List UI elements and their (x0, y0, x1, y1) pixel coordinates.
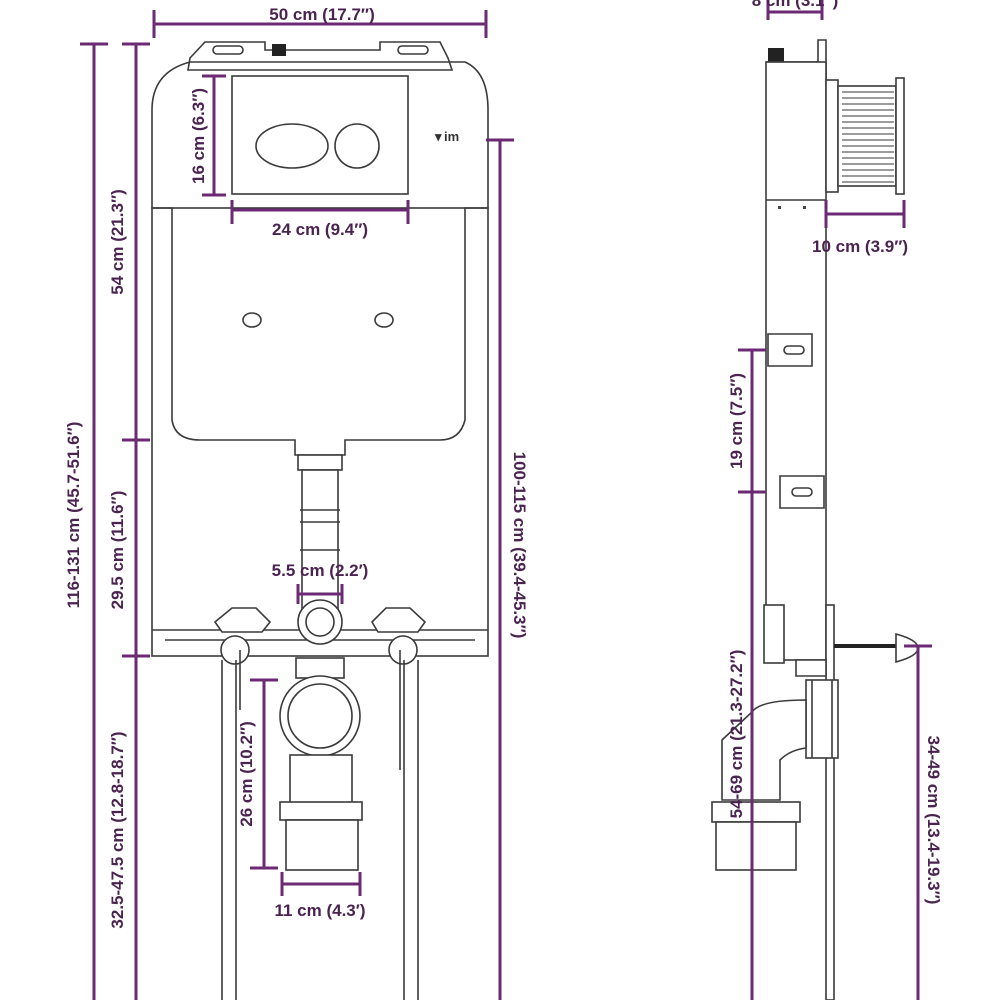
total-height-label: 116-131 cm (45.7-51.6″) (64, 422, 83, 609)
side-tank-depth-label: 10 cm (3.9″) (812, 237, 908, 256)
side-flush-cylinder-ribs (842, 91, 894, 183)
top-flange (187, 41, 454, 71)
side-drain-height-label: 54-69 cm (21.3-27.2″) (727, 650, 746, 819)
side-marker-2 (778, 206, 781, 209)
side-bracket-spacing-label: 19 cm (7.5″) (727, 373, 746, 469)
side-bracket-lower-slot (791, 487, 813, 497)
side-tank-depth-dimension-line (824, 200, 906, 228)
drain-pipe-body (289, 754, 353, 804)
side-flush-plate (895, 77, 905, 195)
side-depth-label: 8 cm (3.1″) (752, 0, 839, 10)
drain-pipe-bend-inner (287, 683, 353, 749)
bolt-right (388, 635, 418, 665)
panel-width-dimension-line (230, 200, 410, 224)
drain-pipe-outlet (285, 819, 359, 871)
side-depth-dimension-line (766, 0, 824, 20)
flush-pipe-rings (300, 509, 340, 551)
bolt-left (220, 635, 250, 665)
side-drain-collar-lines (811, 680, 833, 758)
flush-pipe-outlet-inner (305, 607, 335, 637)
frame-outline (151, 207, 489, 657)
front-view-drawing: ▾ im (151, 41, 489, 1000)
drain-height-dimension-line (250, 678, 278, 870)
brand-mark: im (444, 129, 459, 144)
panel-width-label: 24 cm (9.4″) (272, 220, 368, 239)
mid-height-label: 29.5 cm (11.6″) (108, 491, 127, 610)
side-panel-frame (825, 79, 839, 193)
side-inlet-valve (768, 48, 784, 62)
water-inlet-valve (272, 44, 286, 56)
side-bracket-upper (767, 333, 813, 367)
total-height-dimension-line (80, 42, 108, 1000)
frame-height-label: 100-115 cm (39.4-45.3″) (510, 452, 529, 639)
frame-height-dimension-line (486, 138, 514, 1000)
drain-height-label: 26 cm (10.2″) (237, 721, 256, 826)
flange-slot-left (212, 45, 244, 55)
mounting-hole-left (242, 312, 262, 328)
side-drain-ring (711, 801, 801, 823)
side-flush-cylinder (837, 85, 897, 187)
leg-height-label: 32.5-47.5 cm (12.8-18.7″) (108, 731, 127, 928)
panel-height-label: 16 cm (6.3″) (189, 88, 208, 184)
side-view-drawing (711, 39, 919, 1000)
width-label: 50 cm (17.7″) (269, 5, 374, 24)
leg-right (403, 660, 419, 1000)
side-bolt-cap (895, 632, 919, 664)
drain-pipe-bend (279, 675, 361, 757)
flush-pipe-outlet (297, 599, 343, 645)
flange-slot-right (397, 45, 429, 55)
side-bolt-height-label: 34-49 cm (13.4-19.3″) (924, 736, 943, 905)
bolt-bracket-left (213, 607, 272, 633)
leg-rods (239, 650, 401, 770)
flush-pipe-collar (297, 454, 343, 471)
side-bracket-lower (779, 475, 825, 509)
mounting-hole-right (374, 312, 394, 328)
side-drain-outlet (715, 821, 797, 871)
side-height-dimension-line (738, 348, 766, 1000)
height-breakdown-dimension-line (122, 42, 150, 1000)
width-dimension-line (152, 10, 488, 38)
side-bolt-height-dimension-line (904, 644, 932, 1000)
pipe-diameter-dimension-line (296, 584, 344, 604)
drain-pipe-top (295, 657, 345, 679)
front-view-dimensions: 50 cm (17.7″) 16 cm (6.3″) 24 cm (9.4″) … (64, 5, 529, 1000)
panel-height-dimension-line (202, 74, 226, 197)
flush-plate (231, 75, 409, 195)
drain-width-dimension-line (280, 872, 362, 896)
side-drain-top (795, 659, 827, 677)
drain-width-label: 11 cm (4.3′) (274, 901, 365, 920)
drain-pipe-collar (279, 801, 363, 821)
leg-left (221, 660, 237, 1000)
bolt-bracket-right (370, 607, 427, 633)
flush-pipe (301, 469, 339, 611)
side-lower-plate (763, 604, 785, 664)
flush-button-large (255, 123, 329, 169)
pipe-diameter-label: 5.5 cm (2.2′) (272, 561, 369, 580)
side-drain-collar (805, 679, 839, 759)
side-marker-1 (803, 206, 806, 209)
brand-mark-arrow: ▾ (434, 129, 442, 144)
side-leg (825, 604, 835, 1000)
flush-button-small (334, 123, 380, 169)
side-view-dimensions: 8 cm (3.1″) 10 cm (3.9″) 19 cm (7.5″) 54… (727, 0, 943, 1000)
upper-height-label: 54 cm (21.3″) (108, 189, 127, 294)
side-bracket-upper-slot (783, 345, 805, 355)
